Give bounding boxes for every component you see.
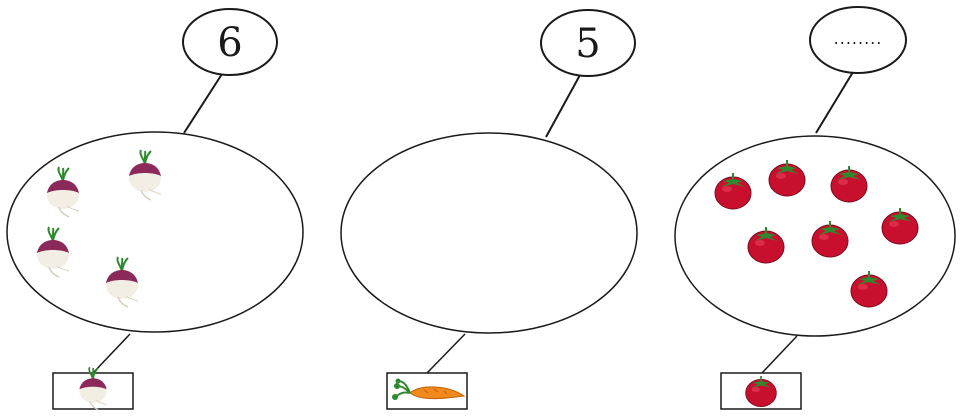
group-tomatoes: ........ — [674, 6, 956, 410]
count-bubble — [809, 6, 907, 74]
count-number: 5 — [575, 21, 600, 67]
count-bubble — [182, 8, 278, 76]
count-bubble — [540, 9, 636, 77]
connector-line — [426, 333, 466, 374]
count-blank: ........ — [834, 29, 883, 48]
connector-line — [92, 333, 131, 374]
group-carrots: 5 — [340, 9, 638, 410]
connector-line — [815, 71, 854, 134]
item-set-oval — [6, 131, 304, 333]
count-number: 6 — [217, 20, 242, 66]
group-turnips: 6 — [6, 8, 304, 411]
connector-line — [761, 335, 798, 374]
item-set-oval — [340, 132, 638, 334]
connector-line — [183, 73, 223, 134]
connector-line — [545, 74, 581, 138]
